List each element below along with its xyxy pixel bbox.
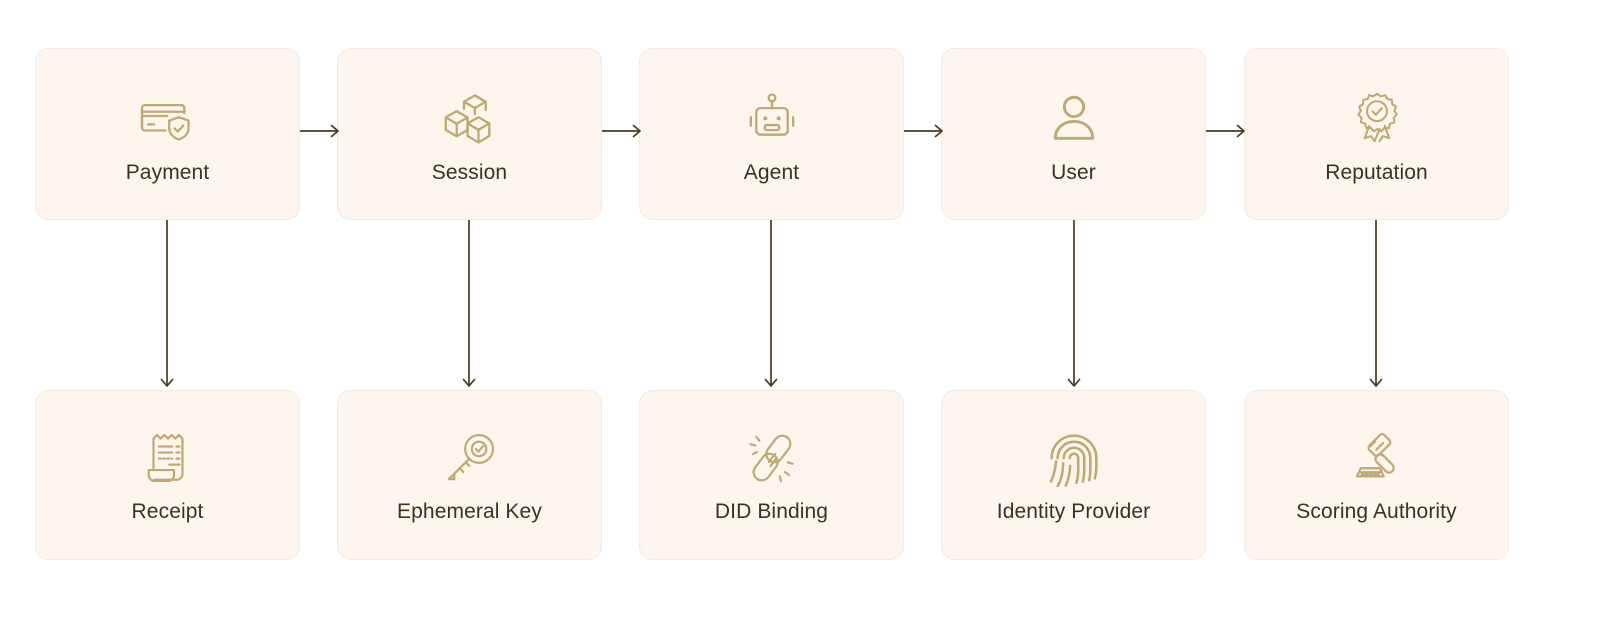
node-label: Scoring Authority [1296, 500, 1457, 524]
node-label: DID Binding [714, 500, 829, 524]
arrow-user-to-reputation [1206, 124, 1245, 138]
chain-link-sparkle-icon [740, 426, 804, 490]
node-session[interactable]: Session [337, 48, 602, 220]
arrow-reputation-to-scoring-authority [1369, 220, 1383, 387]
node-label: Reputation [1325, 161, 1428, 185]
node-label: User [1051, 161, 1096, 185]
credit-card-shield-check-icon [136, 87, 200, 151]
node-label: Agent [743, 161, 800, 185]
node-reputation[interactable]: Reputation [1244, 48, 1509, 220]
award-rosette-check-icon [1345, 87, 1409, 151]
arrow-session-to-ephemeral-key [462, 220, 476, 387]
arrow-payment-to-receipt [160, 220, 174, 387]
node-label: Receipt [131, 500, 204, 524]
arrow-payment-to-session [300, 124, 339, 138]
node-receipt[interactable]: Receipt [35, 390, 300, 560]
person-icon [1042, 87, 1106, 151]
fingerprint-icon [1042, 426, 1106, 490]
robot-head-icon [740, 87, 804, 151]
arrow-agent-to-user [904, 124, 943, 138]
node-agent[interactable]: Agent [639, 48, 904, 220]
node-payment[interactable]: Payment [35, 48, 300, 220]
three-boxes-icon [438, 87, 502, 151]
arrow-session-to-agent [602, 124, 641, 138]
arrow-agent-to-did-binding [764, 220, 778, 387]
arrow-user-to-identity-provider [1067, 220, 1081, 387]
node-ephemeral-key[interactable]: Ephemeral Key [337, 390, 602, 560]
gavel-icon [1345, 426, 1409, 490]
key-check-icon [438, 426, 502, 490]
node-scoring-authority[interactable]: Scoring Authority [1244, 390, 1509, 560]
node-identity-provider[interactable]: Identity Provider [941, 390, 1206, 560]
node-label: Payment [125, 161, 210, 185]
node-label: Ephemeral Key [397, 500, 542, 524]
node-label: Session [431, 161, 508, 185]
receipt-icon [136, 426, 200, 490]
node-label: Identity Provider [996, 500, 1151, 524]
node-user[interactable]: User [941, 48, 1206, 220]
node-did-binding[interactable]: DID Binding [639, 390, 904, 560]
